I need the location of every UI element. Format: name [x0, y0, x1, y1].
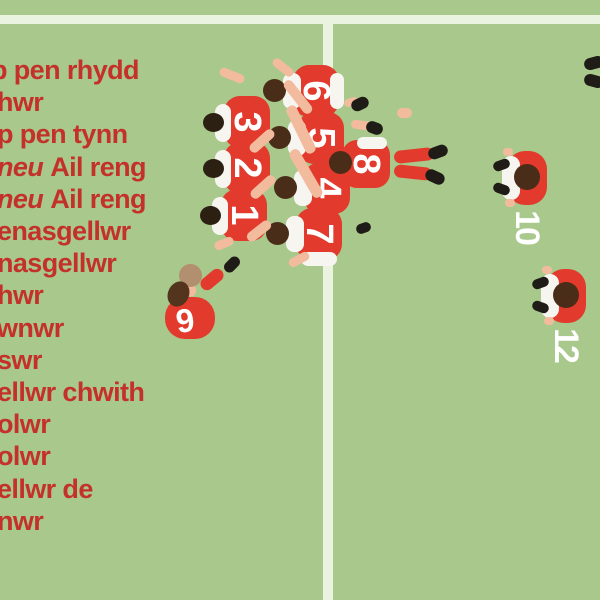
jersey-collar [286, 216, 304, 252]
player-2: 2 [203, 142, 270, 194]
player-head [329, 151, 352, 174]
player-head [263, 79, 286, 102]
jersey-number: 12 [547, 328, 585, 362]
player-head [200, 206, 221, 225]
player-hand [503, 148, 513, 156]
player-hand [544, 317, 554, 325]
jersey-number: 9 [173, 300, 197, 340]
legend-line: nwr [0, 505, 44, 536]
binding-arm [213, 235, 235, 251]
player-boot [221, 254, 243, 275]
jersey-collar [357, 137, 387, 149]
legend-line: olwr [0, 441, 51, 472]
legend-line: wnwr [0, 312, 64, 343]
player-head [203, 159, 224, 178]
legend-line: hwr [0, 87, 44, 118]
player-head [274, 176, 297, 199]
player-boot [354, 220, 372, 236]
legend-line: swr [0, 344, 42, 375]
player-head [203, 113, 224, 132]
legend-line: olwr [0, 409, 51, 440]
player-8: 8 [329, 137, 450, 188]
pitch-horizontal-line [0, 15, 600, 24]
legend-line: ellwr chwith [0, 377, 145, 407]
binding-arm [270, 56, 296, 78]
pitch-center-line [323, 20, 333, 600]
jersey-number: 10 [508, 210, 546, 244]
legend-line: p pen tynn [0, 119, 128, 150]
legend-line: nasgellwr [0, 248, 117, 279]
player-boot [423, 167, 447, 187]
player-9: 9 [163, 254, 243, 340]
player-hand [505, 199, 515, 207]
jersey-shorts [330, 73, 344, 109]
legend-line: enasgellwr [0, 216, 131, 246]
jersey-number: 7 [298, 223, 340, 245]
player-boot [363, 119, 385, 137]
player-head [553, 282, 579, 308]
player-hand [542, 266, 552, 274]
player-head [266, 222, 289, 245]
player-boot [582, 72, 600, 90]
jersey-number: 8 [345, 153, 387, 175]
legend-line: ellwr de [0, 473, 93, 504]
binding-arm [396, 108, 412, 118]
player-leg [197, 266, 227, 293]
player-head [179, 264, 202, 287]
binding-arm [218, 65, 246, 85]
player-10: 10 [491, 148, 547, 244]
player-boot [426, 142, 450, 162]
legend-line: hwr [0, 280, 44, 311]
player-12: 12 [530, 266, 586, 362]
jersey-shorts [301, 252, 337, 266]
player-head [514, 164, 540, 190]
player-edge-boots [578, 54, 600, 97]
legend-line: p pen rhydd [0, 55, 140, 85]
player-boot [582, 54, 600, 72]
